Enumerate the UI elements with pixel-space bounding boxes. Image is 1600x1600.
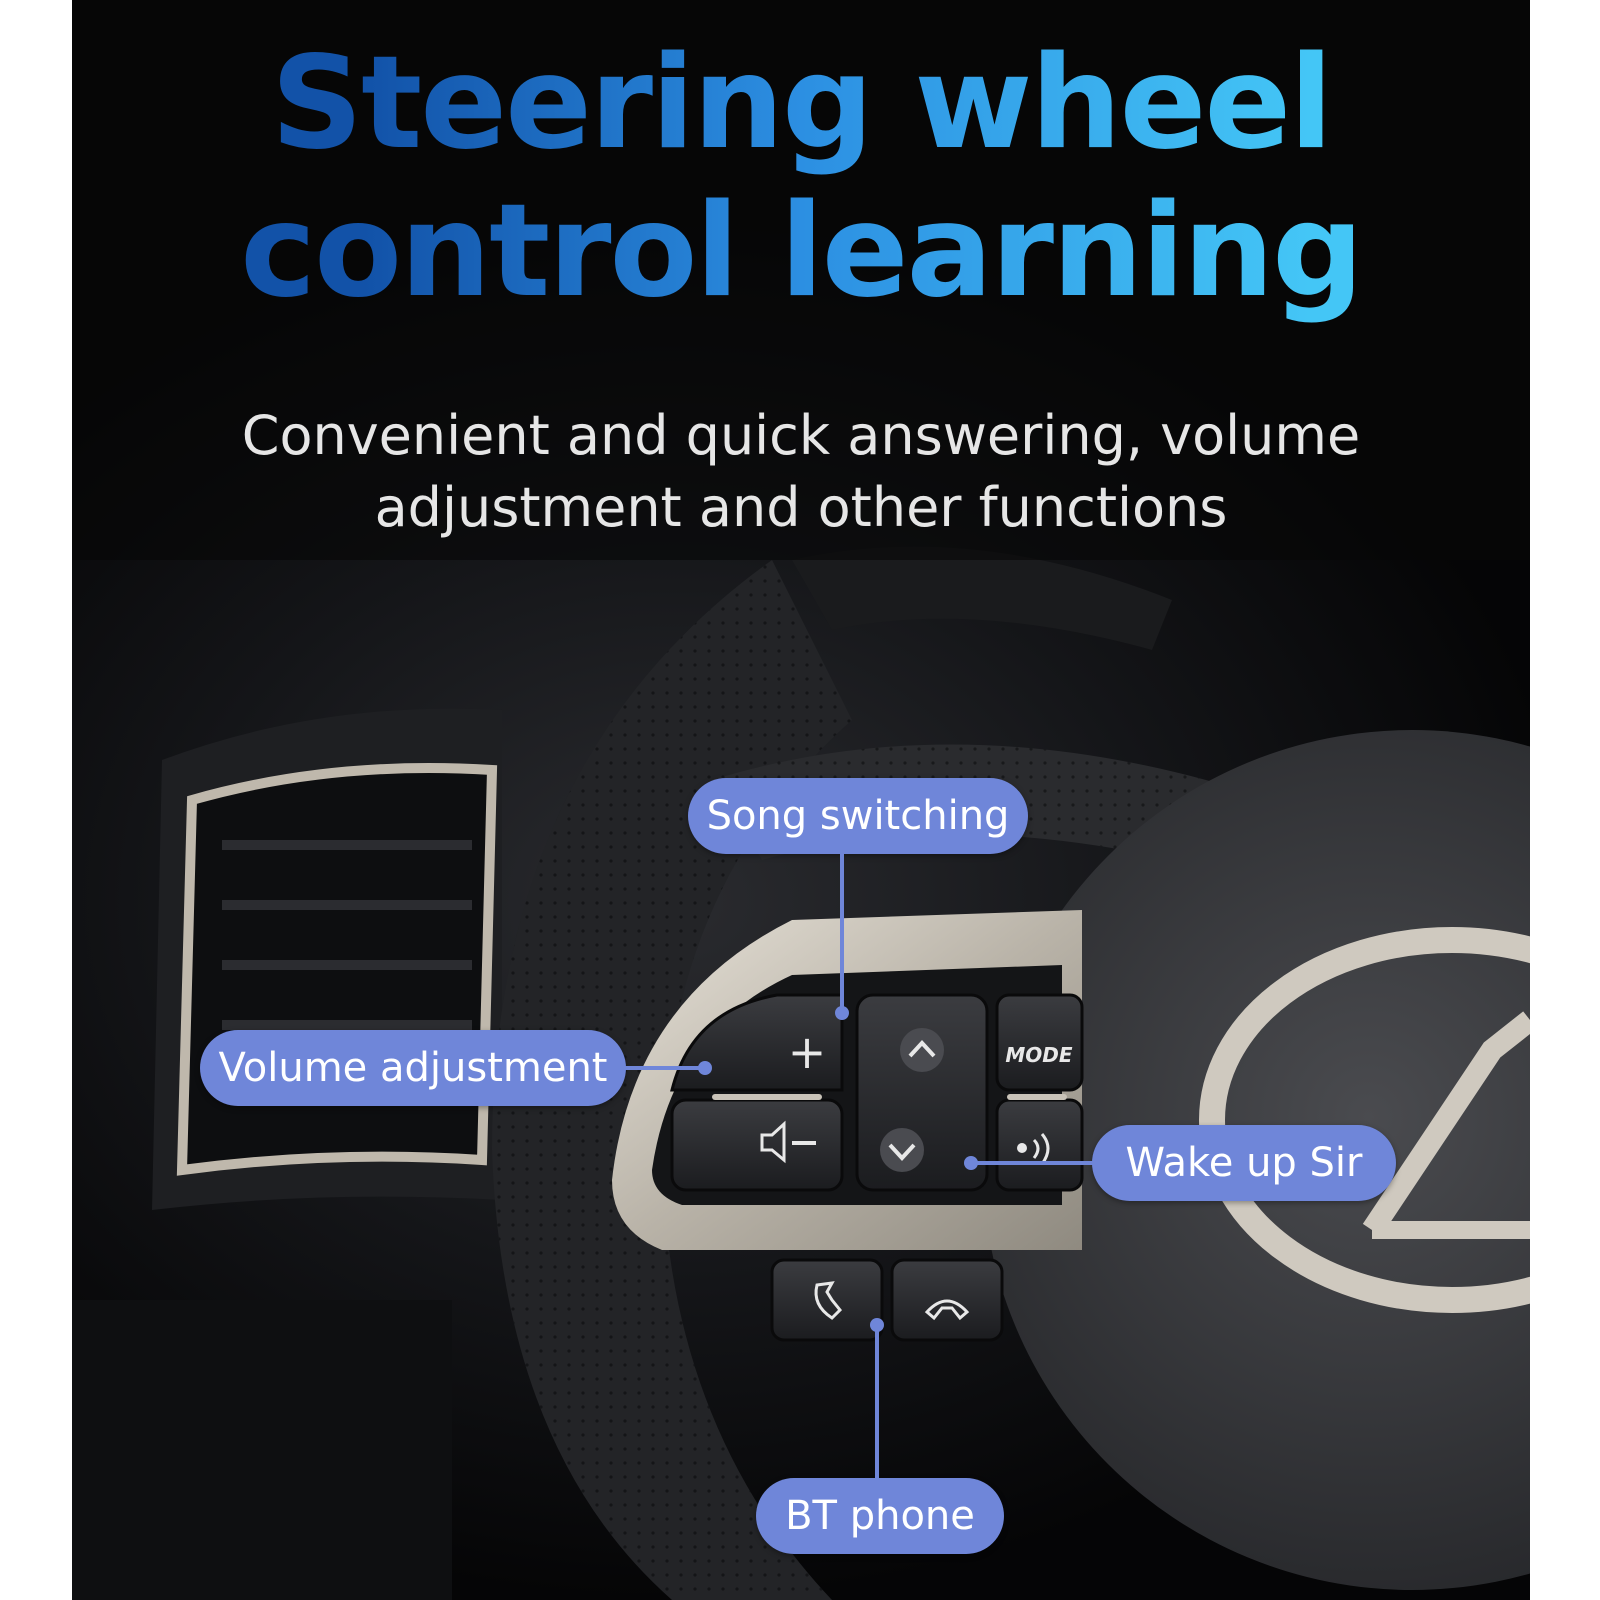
down-arrow-icon: [880, 1128, 924, 1172]
headline-line-1: Steering wheel: [270, 29, 1332, 178]
wake-up-sir-pointer: [964, 1156, 978, 1170]
mode-button-label: MODE: [1005, 1043, 1073, 1067]
bt-phone-connector: [875, 1324, 879, 1480]
wake-up-sir-connector: [970, 1161, 1094, 1165]
phone-answer-icon: [814, 1281, 843, 1320]
song-switching-pointer: [835, 1006, 849, 1020]
wake-up-sir-callout: Wake up Sir: [1092, 1125, 1396, 1201]
phone-hangup-icon: [924, 1299, 970, 1321]
volume-adjustment-callout: Volume adjustment: [200, 1030, 626, 1106]
volume-adjustment-pointer: [698, 1061, 712, 1075]
headline-line-2: control learning: [240, 177, 1362, 326]
volume-adjustment-connector: [624, 1066, 704, 1070]
dashboard-vent: [72, 708, 502, 1600]
bt-phone-pointer: [870, 1318, 884, 1332]
bt-phone-callout: BT phone: [756, 1478, 1004, 1554]
song-switching-callout: Song switching: [688, 778, 1028, 854]
volume-up-icon: +: [788, 1025, 827, 1079]
product-banner: + MODE Steering wheel control learning C…: [72, 0, 1530, 1600]
headline: Steering wheel control learning: [72, 30, 1530, 326]
subtitle-line-1: Convenient and quick answering, volume: [241, 404, 1361, 467]
up-arrow-icon: [900, 1028, 944, 1072]
volume-down-icon: [760, 1120, 816, 1164]
lexus-logo: [1199, 927, 1530, 1313]
subtitle: Convenient and quick answering, volume a…: [72, 400, 1530, 544]
song-switching-connector: [840, 852, 844, 1012]
subtitle-line-2: adjustment and other functions: [374, 476, 1228, 539]
